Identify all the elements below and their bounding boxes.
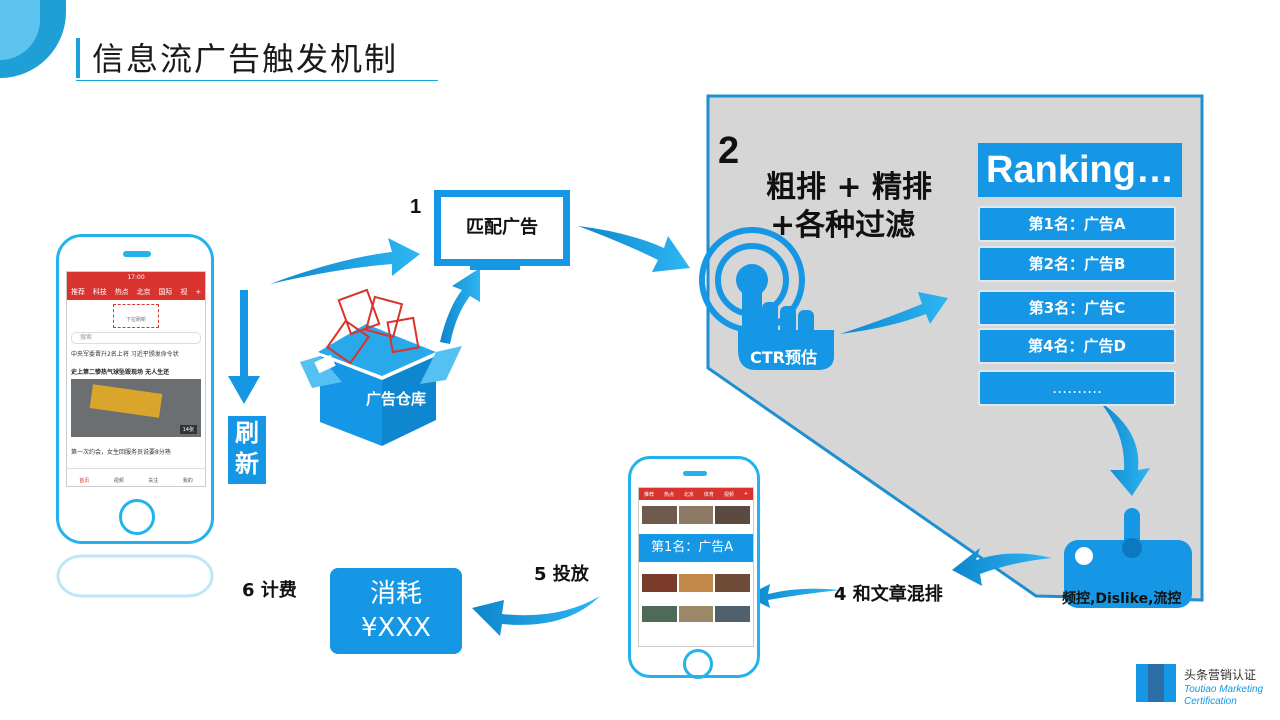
arrow-to-consume bbox=[472, 596, 600, 636]
ranking-item: 第4名：广告D bbox=[978, 328, 1176, 364]
news-item[interactable]: 第一次约会，女生回服务员说要8分熟 bbox=[71, 449, 171, 456]
billing-label: 6 计费 bbox=[242, 580, 297, 601]
control-label: 频控,Dislike,流控 bbox=[1062, 591, 1182, 607]
toutiao-logo-icon bbox=[1136, 664, 1176, 702]
refresh-arrow-head bbox=[228, 376, 260, 404]
ranking-item: 第1名：广告A bbox=[978, 206, 1176, 242]
tab[interactable]: 北京 bbox=[683, 491, 694, 498]
thumb-row bbox=[642, 506, 751, 524]
tab[interactable]: 视 bbox=[180, 288, 188, 296]
rank-stage-line1: 粗排 + 精排 bbox=[766, 170, 933, 205]
refresh-arrow-shaft bbox=[240, 290, 248, 380]
mix-label: 4 和文章混排 bbox=[834, 584, 943, 605]
search-input[interactable]: 搜索 bbox=[71, 332, 201, 344]
ctr-hand-icon bbox=[699, 227, 834, 370]
news-item[interactable]: 史上第二惨热气球坠毁现场 无人生还 bbox=[71, 369, 170, 376]
phone-right-tabs: 推荐 热点 北京 体育 视频 + bbox=[639, 488, 753, 500]
logo-en1: Toutiao Marketing bbox=[1184, 684, 1264, 695]
tab[interactable]: 科技 bbox=[92, 288, 107, 296]
joystick-icon bbox=[1064, 508, 1192, 608]
phone-right-screen: 推荐 热点 北京 体育 视频 + 第1名：广告A bbox=[638, 487, 754, 647]
ranking-header: Ranking… bbox=[978, 143, 1182, 197]
title-underline bbox=[76, 80, 438, 81]
page-title: 信息流广告触发机制 bbox=[92, 40, 399, 78]
title-accent-bar bbox=[76, 38, 80, 78]
nav-me[interactable]: 我的 bbox=[182, 478, 193, 484]
home-button[interactable] bbox=[683, 649, 713, 679]
status-bar: 17:00 bbox=[67, 272, 205, 284]
refresh-label: 刷 新 bbox=[228, 416, 266, 484]
ranking-item: ………. bbox=[978, 370, 1176, 406]
rank-stage-line2: +各种过滤 bbox=[770, 208, 916, 243]
tab[interactable]: 推荐 bbox=[70, 288, 85, 296]
ranking-item: 第3名：广告C bbox=[978, 290, 1176, 326]
nav-home[interactable]: 首页 bbox=[79, 478, 90, 484]
tab[interactable]: + bbox=[743, 491, 749, 497]
arrow-to-mix bbox=[952, 548, 1052, 586]
bottom-nav: 首页 视频 关注 我的 bbox=[67, 468, 205, 486]
phone-right: 推荐 热点 北京 体育 视频 + 第1名：广告A bbox=[628, 456, 760, 679]
home-button[interactable] bbox=[119, 499, 155, 535]
arrow-ranking-down bbox=[1100, 402, 1150, 496]
news-image: 14张 bbox=[71, 379, 201, 437]
warehouse-label: 广告仓库 bbox=[366, 390, 427, 408]
nav-follow[interactable]: 关注 bbox=[148, 478, 159, 484]
tab[interactable]: 推荐 bbox=[643, 491, 654, 498]
phone-speaker bbox=[123, 251, 151, 257]
tab[interactable]: 热点 bbox=[114, 288, 129, 296]
tab[interactable]: + bbox=[195, 288, 202, 296]
phone-left-screen: 17:00 推荐 科技 热点 北京 国际 视 + 下拉刷新 搜索 中央军委晋升2… bbox=[66, 271, 206, 487]
arrow-ctr-to-ranking bbox=[840, 292, 948, 334]
news-item[interactable]: 中央军委晋升2名上将 习近平颁发命令状 bbox=[71, 351, 179, 358]
arrow-to-ranking bbox=[578, 226, 690, 272]
tab[interactable]: 视频 bbox=[723, 491, 734, 498]
thumb-row bbox=[642, 606, 751, 622]
arrow-mix-small bbox=[746, 584, 840, 608]
ad-slot: 下拉刷新 bbox=[113, 304, 159, 328]
consume-amount: ¥XXX bbox=[361, 613, 431, 643]
consume-box: 消耗 ¥XXX bbox=[330, 568, 462, 654]
image-count-badge: 14张 bbox=[179, 425, 197, 434]
logo-en2: Certification bbox=[1184, 696, 1237, 707]
arrow-warehouse-up bbox=[440, 268, 480, 344]
phone-left: 17:00 推荐 科技 热点 北京 国际 视 + 下拉刷新 搜索 中央军委晋升2… bbox=[56, 234, 214, 544]
inserted-ad[interactable]: 第1名：广告A bbox=[639, 534, 753, 562]
tab[interactable]: 北京 bbox=[136, 288, 151, 296]
arrow-to-match bbox=[270, 238, 420, 284]
ad-paper-icons bbox=[325, 288, 420, 365]
match-ad-monitor: 匹配广告 bbox=[434, 190, 570, 266]
phone-left-tabs: 推荐 科技 热点 北京 国际 视 + bbox=[67, 284, 205, 300]
phone-speaker bbox=[683, 471, 707, 476]
logo-cn: 头条营销认证 bbox=[1184, 668, 1257, 682]
tab[interactable]: 热点 bbox=[663, 491, 674, 498]
consume-title: 消耗 bbox=[369, 579, 422, 609]
nav-video[interactable]: 视频 bbox=[113, 478, 124, 484]
step-1-number: 1 bbox=[410, 196, 422, 218]
thumb-row bbox=[642, 574, 751, 592]
tab[interactable]: 国际 bbox=[158, 288, 173, 296]
step-2-number: 2 bbox=[718, 130, 740, 172]
ranking-item: 第2名：广告B bbox=[978, 246, 1176, 282]
warehouse-box-icon bbox=[300, 324, 462, 446]
tab[interactable]: 体育 bbox=[703, 491, 714, 498]
monitor-base bbox=[470, 264, 520, 270]
ctr-label: CTR预估 bbox=[750, 348, 817, 367]
deliver-label: 5 投放 bbox=[534, 564, 589, 585]
phone-reflection bbox=[56, 554, 214, 598]
